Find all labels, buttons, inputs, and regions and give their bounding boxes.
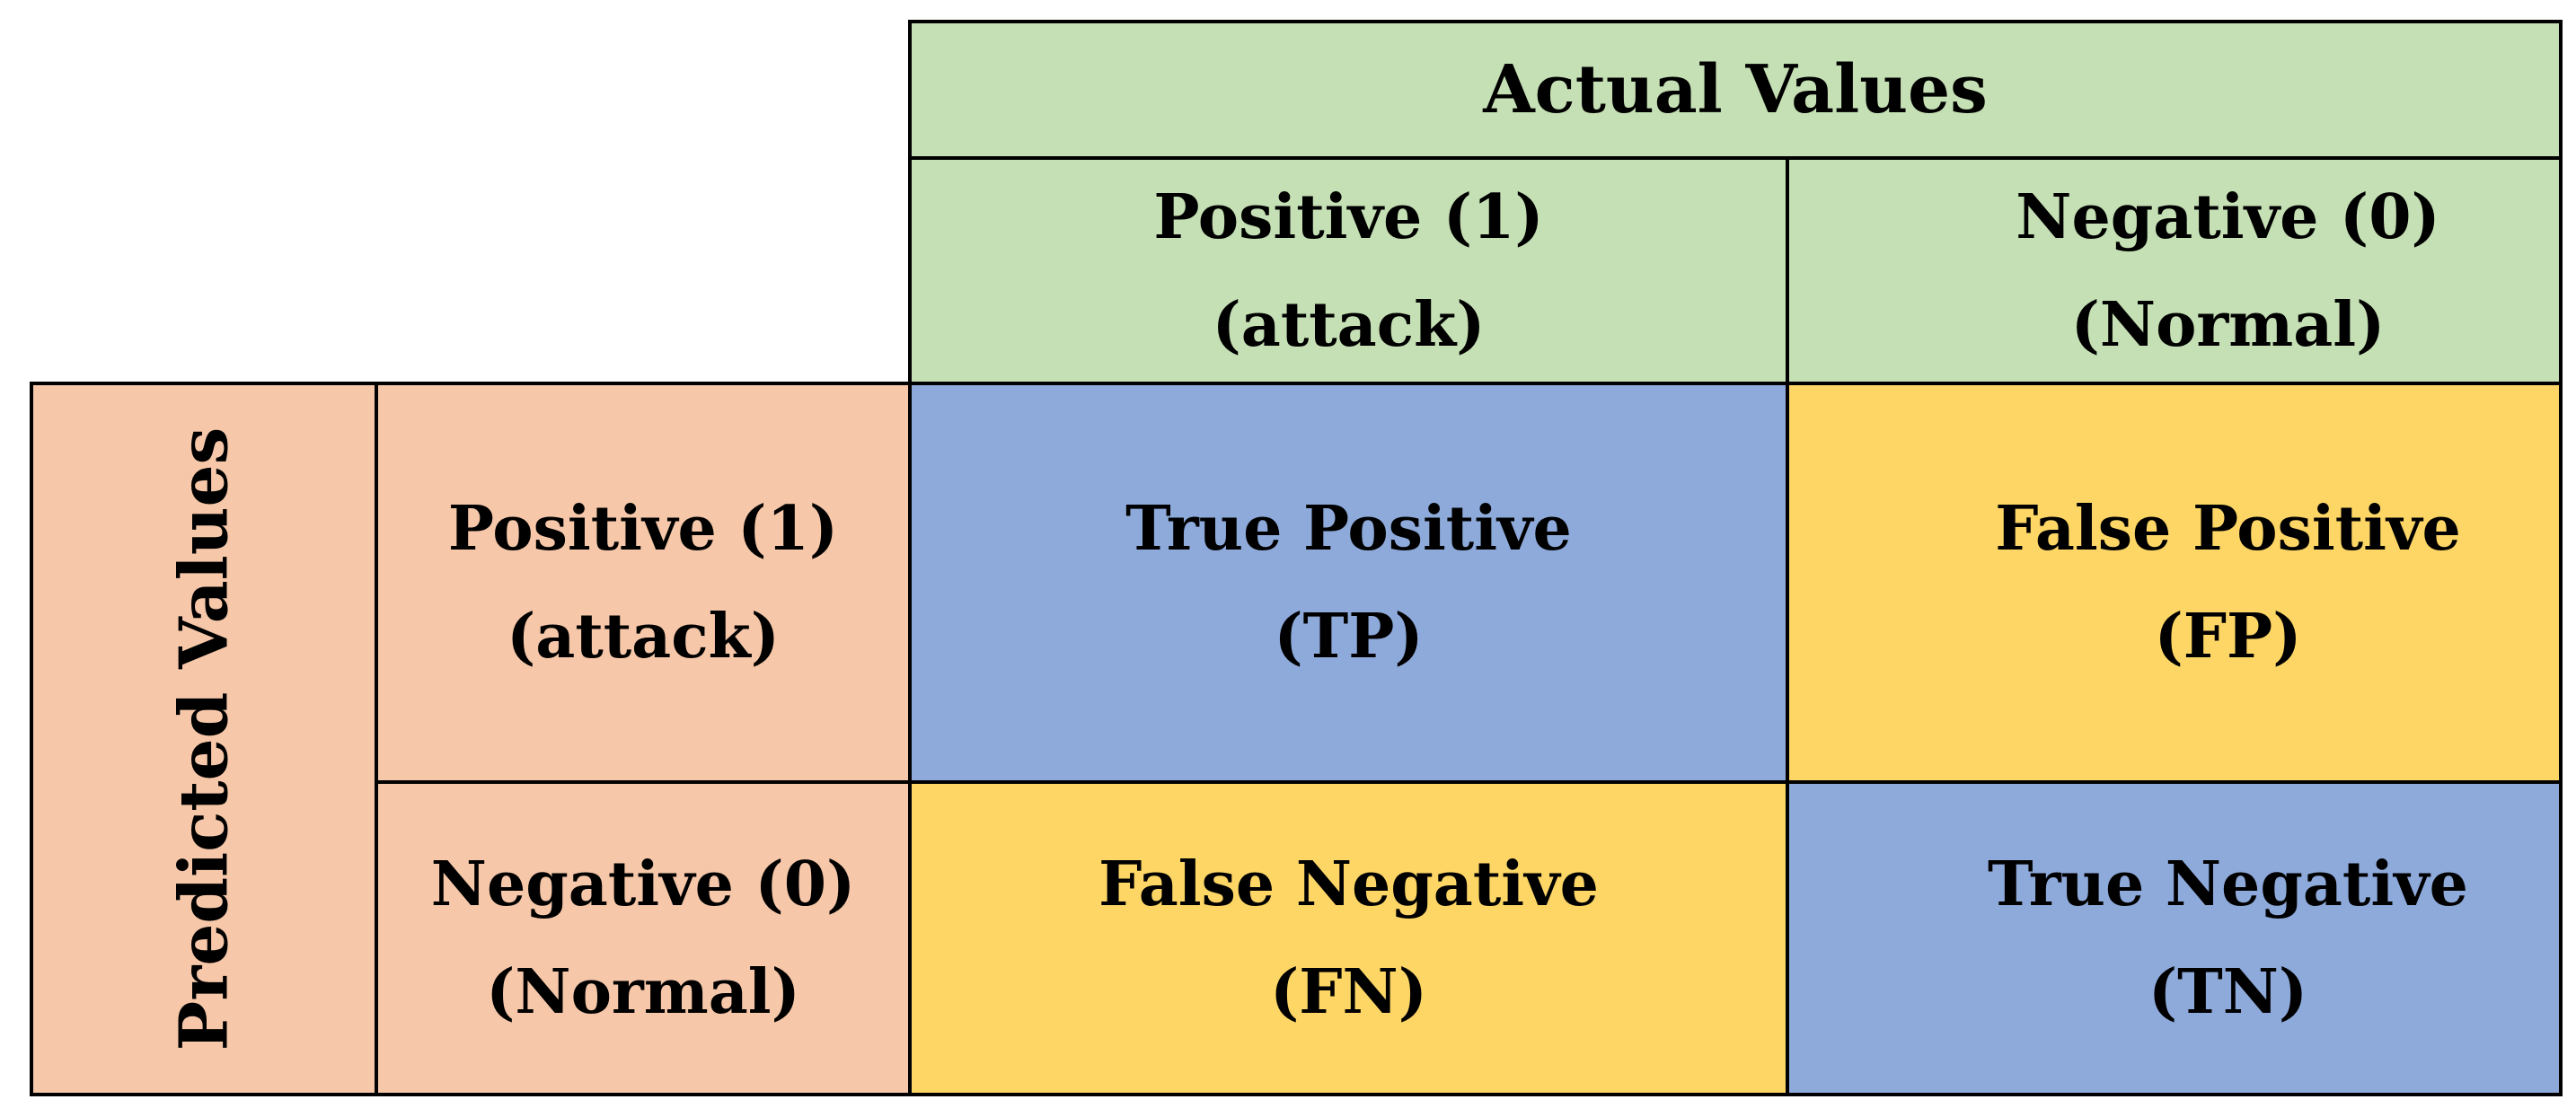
actual-values-label: Actual Values — [1483, 51, 1988, 128]
actual-negative-sublabel: (Normal) — [2070, 288, 2386, 361]
predicted-negative-sublabel: (Normal) — [486, 956, 800, 1028]
predicted-negative-header: Negative (0) (Normal) — [375, 780, 912, 1096]
predicted-values-header: Predicted Values — [30, 382, 378, 1096]
actual-negative-header: Negative (0) (Normal) — [1786, 156, 2563, 385]
predicted-positive-label: Positive (1) — [447, 493, 839, 565]
true-positive-cell: True Positive (TP) — [908, 382, 1789, 784]
predicted-positive-sublabel: (attack) — [507, 601, 780, 673]
false-positive-abbrev: (FP) — [2154, 601, 2302, 673]
actual-values-header: Actual Values — [908, 20, 2563, 160]
actual-positive-sublabel: (attack) — [1212, 288, 1486, 361]
false-negative-cell: False Negative (FN) — [908, 780, 1789, 1096]
true-positive-abbrev: (TP) — [1274, 601, 1424, 673]
true-positive-label: True Positive — [1125, 493, 1572, 565]
predicted-values-label: Predicted Values — [165, 427, 243, 1051]
actual-positive-header: Positive (1) (attack) — [908, 156, 1789, 385]
false-positive-label: False Positive — [1995, 493, 2461, 565]
true-negative-abbrev: (TN) — [2148, 956, 2308, 1028]
true-negative-label: True Negative — [1988, 849, 2468, 920]
true-negative-cell: True Negative (TN) — [1786, 780, 2563, 1096]
false-negative-abbrev: (FN) — [1270, 956, 1427, 1028]
actual-positive-label: Positive (1) — [1153, 180, 1544, 253]
false-positive-cell: False Positive (FP) — [1786, 382, 2563, 784]
predicted-negative-label: Negative (0) — [430, 849, 856, 920]
actual-negative-label: Negative (0) — [2016, 180, 2440, 253]
false-negative-label: False Negative — [1098, 849, 1599, 920]
predicted-positive-header: Positive (1) (attack) — [375, 382, 912, 784]
